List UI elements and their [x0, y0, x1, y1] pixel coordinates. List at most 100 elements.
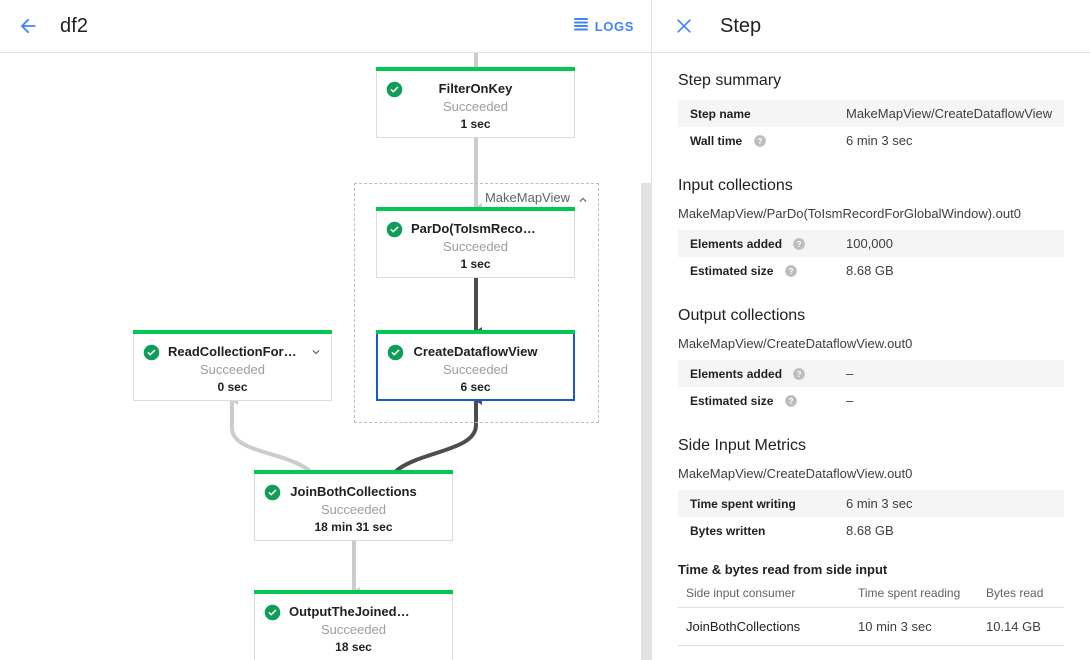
row-key: Elements added — [690, 366, 783, 381]
table-row: Wall time ? 6 min 3 sec — [678, 127, 1064, 154]
row-key: Wall time — [690, 133, 743, 148]
node-status: Succeeded — [442, 239, 509, 254]
check-circle-icon — [387, 344, 404, 361]
chevron-up-icon[interactable] — [576, 193, 590, 207]
graph-node-output-the-joined-collection[interactable]: OutputTheJoinedCollec… Succeeded 18 sec — [254, 590, 453, 660]
arrow-left-icon[interactable] — [8, 6, 48, 46]
node-time: 18 min 31 sec — [314, 520, 393, 534]
table-row: Time spent writing 6 min 3 sec — [678, 490, 1064, 517]
graph-vertical-scrollbar[interactable] — [641, 183, 651, 660]
cell-consumer: JoinBothCollections — [678, 607, 858, 646]
section-heading-step-summary: Step summary — [678, 72, 782, 89]
step-panel-header: Step — [652, 0, 1090, 53]
help-icon[interactable]: ? — [784, 264, 798, 278]
close-icon[interactable] — [664, 6, 704, 46]
svg-text:?: ? — [788, 266, 793, 275]
help-icon[interactable]: ? — [792, 367, 806, 381]
node-title: CreateDataflowView — [413, 344, 538, 359]
row-value: 8.68 GB — [846, 523, 894, 538]
node-status-bar — [376, 330, 575, 334]
column-header-bytes-read: Bytes read — [986, 582, 1064, 608]
row-key: Estimated size — [690, 263, 774, 278]
table-row: Elements added ? 100,000 — [678, 230, 1064, 257]
graph-node-read-collection-for-join[interactable]: ReadCollectionForJoin Succeeded 0 sec — [133, 330, 332, 401]
node-time: 1 sec — [460, 117, 491, 131]
help-icon[interactable]: ? — [753, 134, 767, 148]
node-status-bar — [376, 207, 575, 211]
check-circle-icon — [264, 604, 281, 621]
page-title: df2 — [60, 14, 89, 37]
top-app-bar: df2 LOGS — [0, 0, 651, 53]
check-circle-icon — [386, 221, 403, 238]
node-status-bar — [133, 330, 332, 334]
group-label: MakeMapView — [484, 190, 570, 205]
row-key: Bytes written — [690, 523, 766, 538]
step-panel-body: Step summary Step name MakeMapView/Creat… — [652, 53, 1090, 646]
cell-time-spent-reading: 10 min 3 sec — [858, 607, 986, 646]
column-header-time-spent-reading: Time spent reading — [858, 582, 986, 608]
section-heading-input-collections: Input collections — [678, 177, 793, 194]
node-status-bar — [254, 590, 453, 594]
node-status: Succeeded — [320, 502, 387, 517]
row-value: – — [846, 393, 854, 408]
logs-list-icon — [573, 16, 589, 37]
section-heading-side-input-reads: Time & bytes read from side input — [678, 562, 888, 577]
step-details-panel: Step Step summary Step name MakeMapView/… — [652, 0, 1090, 660]
node-status: Succeeded — [199, 362, 266, 377]
help-icon[interactable]: ? — [784, 394, 798, 408]
table-row: Elements added ? – — [678, 360, 1064, 387]
side-input-reads-table: Side input consumer Time spent reading B… — [678, 582, 1064, 646]
table-row: Estimated size ? – — [678, 387, 1064, 414]
side-input-metrics-table: Time spent writing 6 min 3 sec Bytes wri… — [678, 490, 1064, 544]
svg-text:?: ? — [797, 239, 802, 248]
check-circle-icon — [386, 81, 403, 98]
graph-node-create-dataflow-view[interactable]: CreateDataflowView Succeeded 6 sec — [376, 330, 575, 401]
node-time: 1 sec — [460, 257, 491, 271]
svg-text:?: ? — [757, 136, 762, 145]
node-title: OutputTheJoinedCollec… — [289, 604, 449, 619]
job-graph-canvas[interactable]: MakeMapView FilterO — [0, 53, 651, 660]
node-status: Succeeded — [442, 99, 509, 114]
table-row[interactable]: JoinBothCollections 10 min 3 sec 10.14 G… — [678, 607, 1064, 646]
step-summary-table: Step name MakeMapView/CreateDataflowView… — [678, 100, 1064, 154]
column-header-consumer: Side input consumer — [678, 582, 858, 608]
node-status: Succeeded — [442, 362, 509, 377]
group-box-makemapview[interactable]: MakeMapView — [354, 183, 599, 423]
row-value: 6 min 3 sec — [846, 133, 913, 148]
table-row: Bytes written 8.68 GB — [678, 517, 1064, 544]
section-heading-output-collections: Output collections — [678, 307, 806, 324]
node-status: Succeeded — [320, 622, 387, 637]
help-icon[interactable]: ? — [792, 237, 806, 251]
node-time: 18 sec — [335, 640, 372, 654]
graph-node-join-both-collections[interactable]: JoinBothCollections Succeeded 18 min 31 … — [254, 470, 453, 541]
row-key: Estimated size — [690, 393, 774, 408]
side-input-collection-name: MakeMapView/CreateDataflowView.out0 — [678, 466, 913, 481]
step-panel-title: Step — [720, 14, 762, 37]
row-value: 100,000 — [846, 236, 893, 251]
logs-button-label: LOGS — [594, 18, 634, 34]
check-circle-icon — [264, 484, 281, 501]
graph-node-pardo-toismrecord[interactable]: ParDo(ToIsmRecordFor… Succeeded 1 sec — [376, 207, 575, 278]
table-header-row: Side input consumer Time spent reading B… — [678, 582, 1064, 608]
input-collections-table: Elements added ? 100,000 Estimated size — [678, 230, 1064, 284]
node-status-bar — [254, 470, 453, 474]
row-key: Step name — [690, 106, 751, 121]
row-value: 6 min 3 sec — [846, 496, 913, 511]
output-collections-table: Elements added ? – Estimated size — [678, 360, 1064, 414]
svg-text:?: ? — [797, 369, 802, 378]
row-value: 8.68 GB — [846, 263, 894, 278]
svg-text:?: ? — [788, 396, 793, 405]
table-row: Estimated size ? 8.68 GB — [678, 257, 1064, 284]
node-title: FilterOnKey — [438, 81, 513, 96]
node-status-bar — [376, 67, 575, 71]
node-time: 6 sec — [460, 380, 491, 394]
chevron-down-icon[interactable] — [309, 345, 323, 359]
cell-bytes-read: 10.14 GB — [986, 607, 1064, 646]
logs-button[interactable]: LOGS — [573, 16, 634, 37]
row-value: MakeMapView/CreateDataflowView — [846, 106, 1053, 121]
graph-node-filter-on-key[interactable]: FilterOnKey Succeeded 1 sec — [376, 67, 575, 138]
output-collection-name: MakeMapView/CreateDataflowView.out0 — [678, 336, 913, 351]
node-title: ParDo(ToIsmRecordFor… — [411, 221, 570, 236]
node-title: JoinBothCollections — [290, 484, 417, 499]
